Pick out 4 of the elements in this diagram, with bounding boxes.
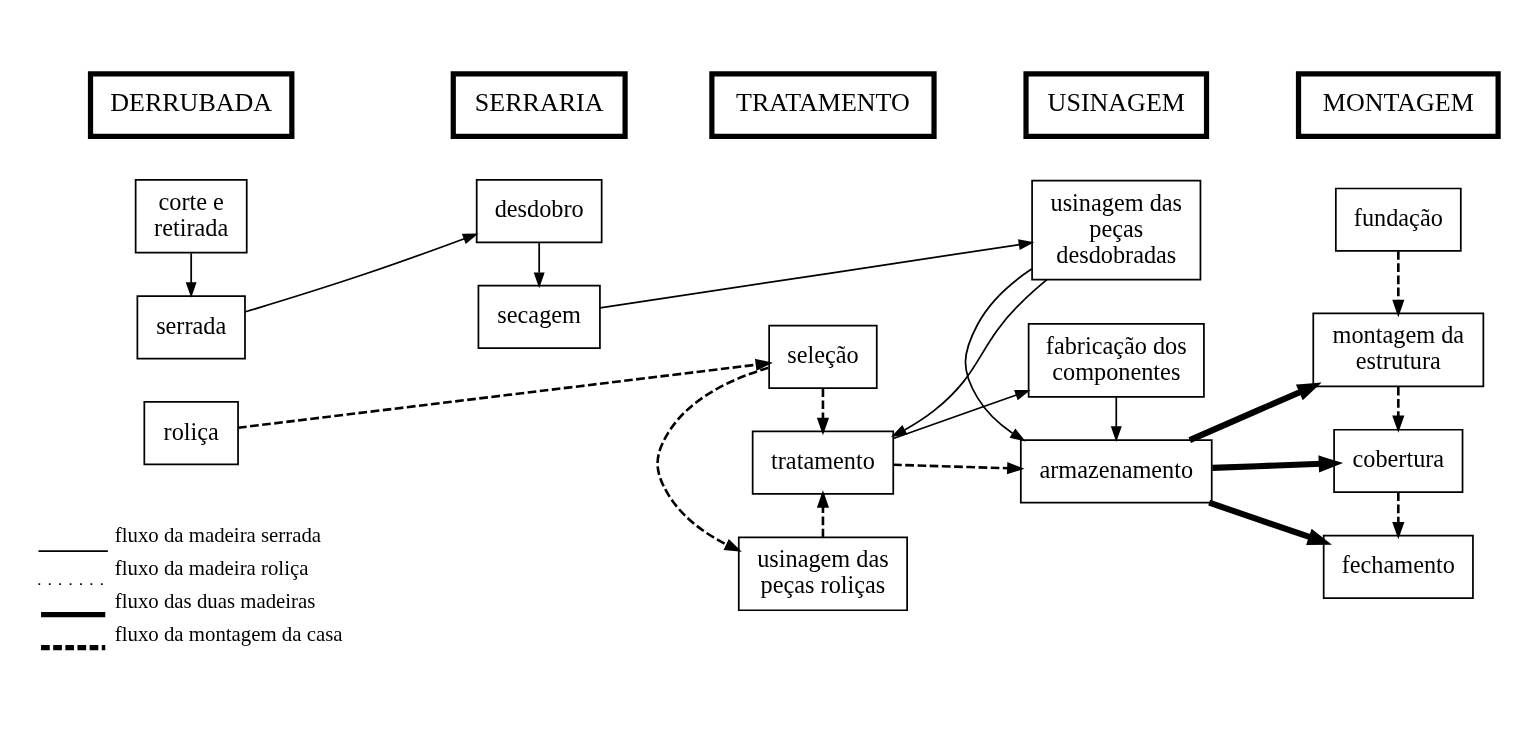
legend-label: fluxo da montagem da casa [114,621,343,646]
legend-label: fluxo da madeira serrada [114,522,322,547]
legend-label: fluxo das duas madeiras [114,588,316,613]
legend-label: fluxo da madeira roliça [114,555,309,580]
